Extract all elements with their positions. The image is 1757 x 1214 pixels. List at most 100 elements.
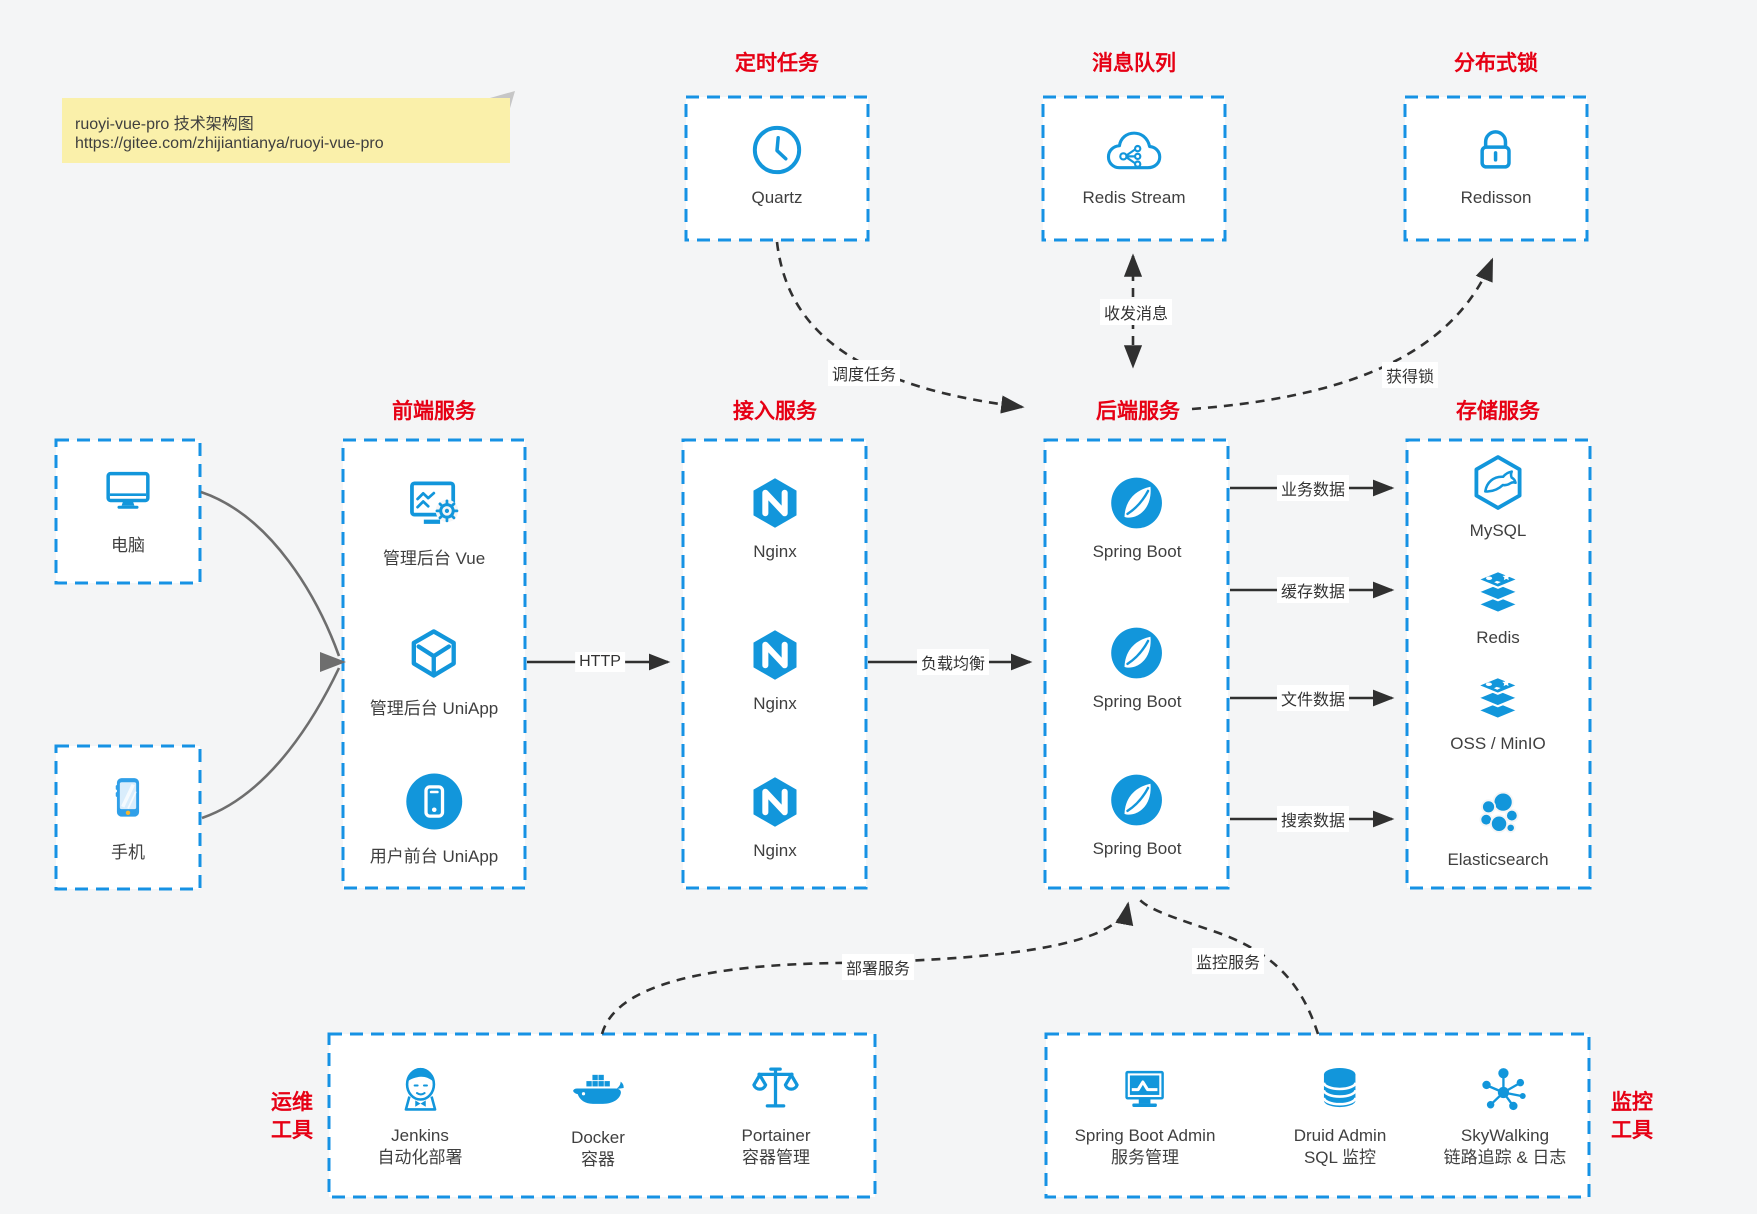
lock-icon	[1468, 122, 1524, 178]
nginx-icon	[746, 474, 804, 532]
edge-label-schedule: 调度任务	[827, 360, 901, 386]
ops-tools-box	[327, 1032, 877, 1199]
section-title-storage: 存储服务	[1456, 400, 1540, 423]
tool-desc: 容器管理	[741, 1148, 810, 1167]
spring-boot-icon	[1108, 624, 1166, 682]
node-docker: Docker 容器	[569, 1065, 627, 1171]
tool-name: Druid Admin	[1293, 1126, 1387, 1145]
node-label: 手机	[111, 843, 145, 862]
redis-stack-icon	[1470, 564, 1527, 621]
node-label: Nginx	[753, 841, 797, 860]
node-mobile-client: 手机	[100, 770, 156, 863]
tool-desc: 容器	[581, 1150, 615, 1169]
portainer-icon	[748, 1061, 804, 1117]
node-portainer: Portainer 容器管理	[741, 1061, 811, 1169]
edge-label-file-data: 文件数据	[1276, 685, 1350, 711]
note-url-link[interactable]: https://gitee.com/zhijiantianya/ruoyi-vu…	[75, 135, 384, 152]
mysql-icon	[1468, 452, 1529, 513]
edge-label-http: HTTP	[575, 652, 625, 672]
node-label: Elasticsearch	[1447, 850, 1549, 869]
node-admin-uniapp: 管理后台 UniApp	[370, 626, 498, 719]
node-label: Spring Boot	[1092, 839, 1182, 858]
edge-label-monitor: 监控服务	[1191, 948, 1265, 974]
nginx-icon	[746, 773, 804, 831]
admin-uniapp-icon	[405, 626, 463, 684]
edge-label-cache-data: 缓存数据	[1276, 577, 1350, 603]
node-elasticsearch: Elasticsearch	[1447, 787, 1549, 870]
node-label: 管理后台 Vue	[382, 549, 486, 568]
lock-edge	[1191, 257, 1494, 411]
node-skywalking: SkyWalking 链路追踪 & 日志	[1443, 1061, 1567, 1169]
monitoring-tools-box	[1044, 1032, 1591, 1199]
node-label: 电脑	[111, 536, 145, 555]
node-label: Redis Stream	[1082, 188, 1186, 207]
cloud-stream-icon	[1103, 124, 1165, 178]
tool-desc: 服务管理	[1111, 1148, 1179, 1167]
node-label: MySQL	[1469, 521, 1527, 540]
edge-label-business-data: 业务数据	[1276, 475, 1350, 501]
section-title-backend: 后端服务	[1096, 400, 1180, 423]
note-title: ruoyi-vue-pro 技术架构图	[75, 116, 254, 133]
section-title-ops-tools: 运维 工具	[271, 1091, 313, 1142]
quartz-box	[684, 95, 870, 242]
storage-stack-icon	[1469, 670, 1526, 727]
section-title-monitoring-tools: 监控 工具	[1611, 1091, 1653, 1142]
pc-client-box	[54, 438, 202, 585]
mobile-icon	[100, 770, 156, 826]
skywalking-icon	[1477, 1061, 1533, 1117]
node-spring-boot-2: Spring Boot	[1093, 624, 1181, 712]
tool-name: SkyWalking	[1460, 1126, 1550, 1145]
section-title-message-queue: 消息队列	[1092, 52, 1176, 75]
tool-desc: 链路追踪 & 日志	[1443, 1148, 1567, 1167]
tool-name: Spring Boot Admin	[1074, 1126, 1216, 1145]
node-label: 用户前台 UniApp	[369, 847, 499, 866]
node-jenkins: Jenkins 自动化部署	[378, 1061, 463, 1169]
edge-label-message: 收发消息	[1099, 299, 1173, 325]
section-title-frontend: 前端服务	[392, 400, 476, 423]
node-admin-vue: 管理后台 Vue	[383, 474, 485, 569]
deploy-edge	[600, 901, 1134, 1035]
tool-desc: 自动化部署	[377, 1148, 463, 1167]
section-title-scheduled-tasks: 定时任务	[735, 52, 819, 75]
node-oss-minio: OSS / MinIO	[1450, 670, 1546, 754]
pc-to-frontend-edge	[200, 490, 341, 657]
storage-services-box	[1405, 438, 1592, 890]
section-title-access: 接入服务	[733, 400, 817, 423]
node-label: Nginx	[753, 694, 797, 713]
edge-label-search-data: 搜索数据	[1276, 806, 1350, 832]
node-redis: Redis	[1470, 564, 1527, 648]
node-label: Spring Boot	[1092, 542, 1182, 561]
node-pc-client: 电脑	[100, 462, 156, 556]
node-redisson: Redisson	[1460, 122, 1532, 208]
node-spring-boot-1: Spring Boot	[1092, 474, 1182, 562]
mobile-to-frontend-edge	[201, 667, 341, 820]
tool-name: Portainer	[741, 1126, 811, 1145]
monitor-edge	[1139, 899, 1320, 1035]
jenkins-icon	[392, 1061, 448, 1117]
spring-boot-icon	[1108, 771, 1166, 829]
edge-label-load-balance: 负载均衡	[916, 649, 990, 675]
tool-name: Jenkins	[391, 1126, 449, 1145]
node-user-uniapp: 用户前台 UniApp	[370, 771, 498, 867]
node-spring-boot-3: Spring Boot	[1092, 771, 1182, 859]
elasticsearch-icon	[1470, 787, 1526, 843]
node-druid: Druid Admin SQL 监控	[1293, 1061, 1387, 1169]
tool-name: Docker	[571, 1128, 625, 1147]
user-uniapp-icon	[403, 771, 464, 832]
node-label: Redis	[1476, 628, 1520, 647]
clients-arrowhead	[320, 652, 346, 672]
node-mysql: MySQL	[1468, 452, 1529, 541]
node-label: Nginx	[753, 542, 797, 561]
nginx-icon	[746, 626, 804, 684]
node-label: Redisson	[1460, 188, 1532, 207]
node-nginx-1: Nginx	[746, 474, 804, 562]
node-nginx-3: Nginx	[746, 773, 804, 861]
spring-boot-icon	[1108, 474, 1166, 532]
springboot-admin-icon	[1116, 1061, 1174, 1117]
druid-icon	[1312, 1061, 1368, 1117]
node-label: 管理后台 UniApp	[369, 699, 499, 718]
node-label: OSS / MinIO	[1450, 734, 1546, 753]
desktop-icon	[100, 462, 156, 518]
node-nginx-2: Nginx	[746, 626, 804, 714]
node-label: Quartz	[751, 188, 803, 207]
